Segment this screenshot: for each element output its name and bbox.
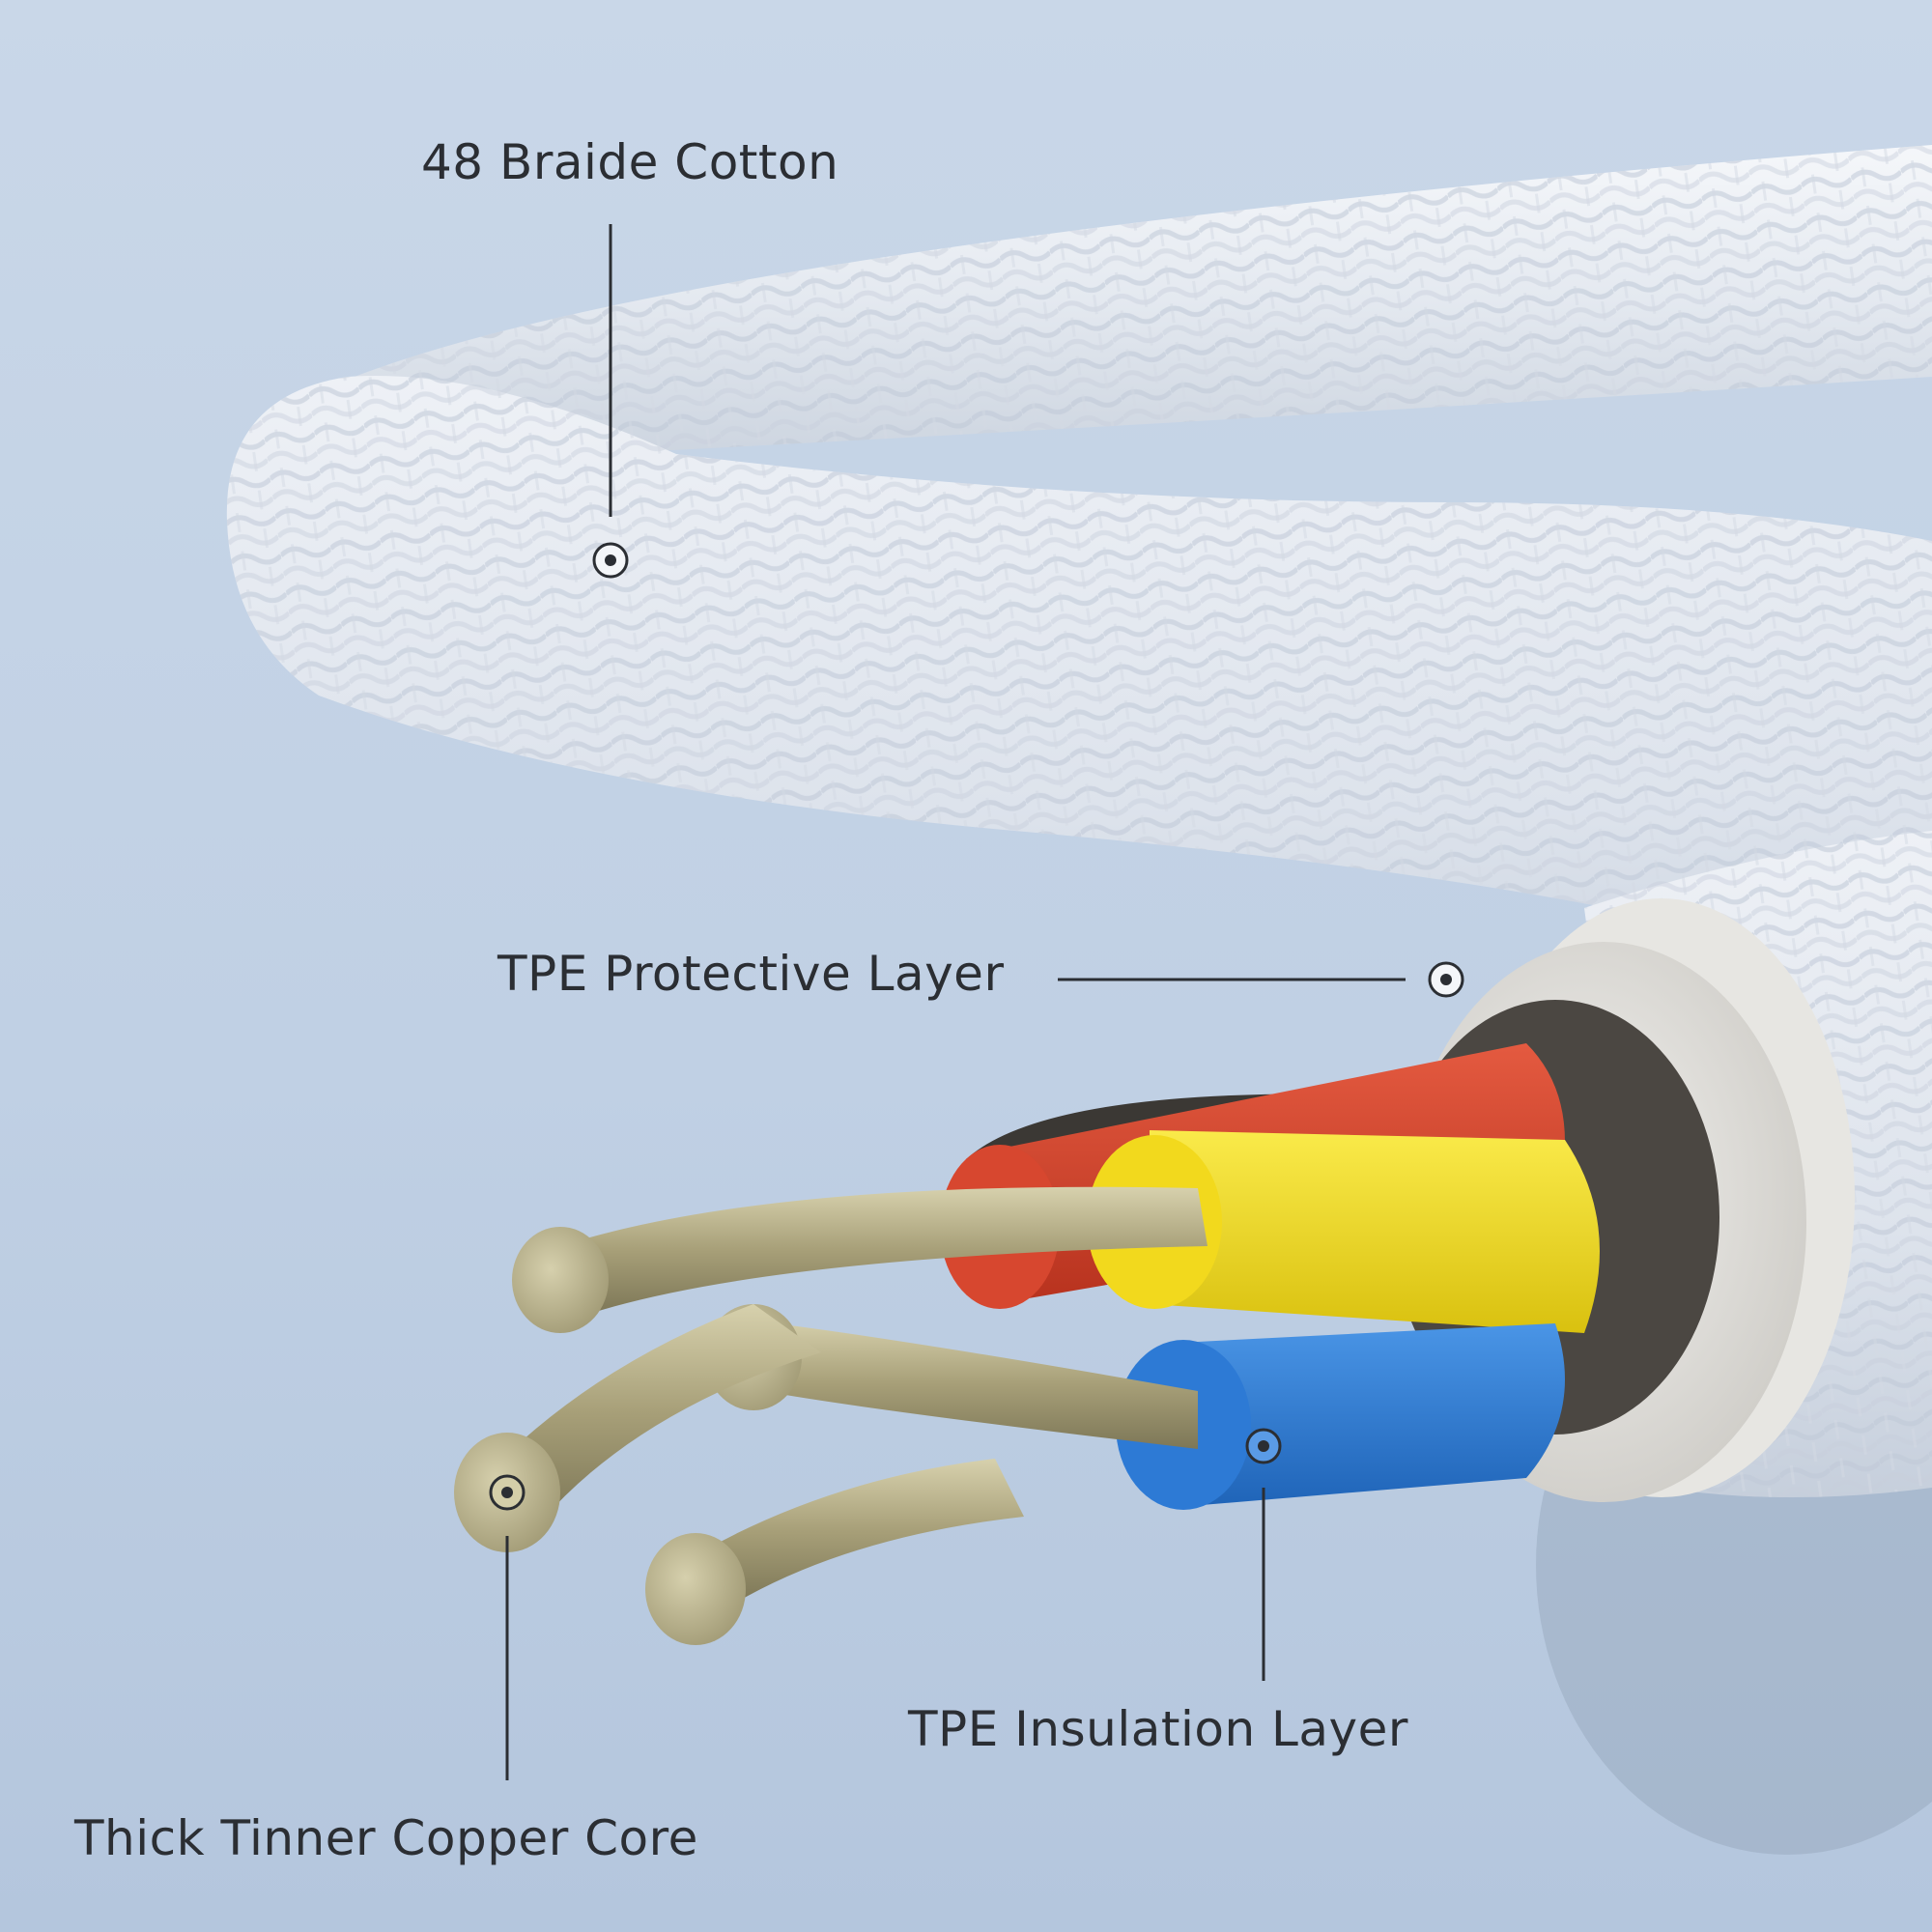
label-protective-layer: TPE Protective Layer [497, 946, 1005, 1002]
copper-cores [454, 1186, 1208, 1645]
label-insulation-layer: TPE Insulation Layer [908, 1701, 1408, 1757]
label-braided-cotton: 48 Braide Cotton [421, 134, 839, 190]
copper-core-end [512, 1227, 609, 1333]
copper-core-end [645, 1533, 746, 1645]
label-copper-core: Thick Tinner Copper Core [74, 1810, 698, 1866]
callout-markers [489, 224, 1464, 1780]
